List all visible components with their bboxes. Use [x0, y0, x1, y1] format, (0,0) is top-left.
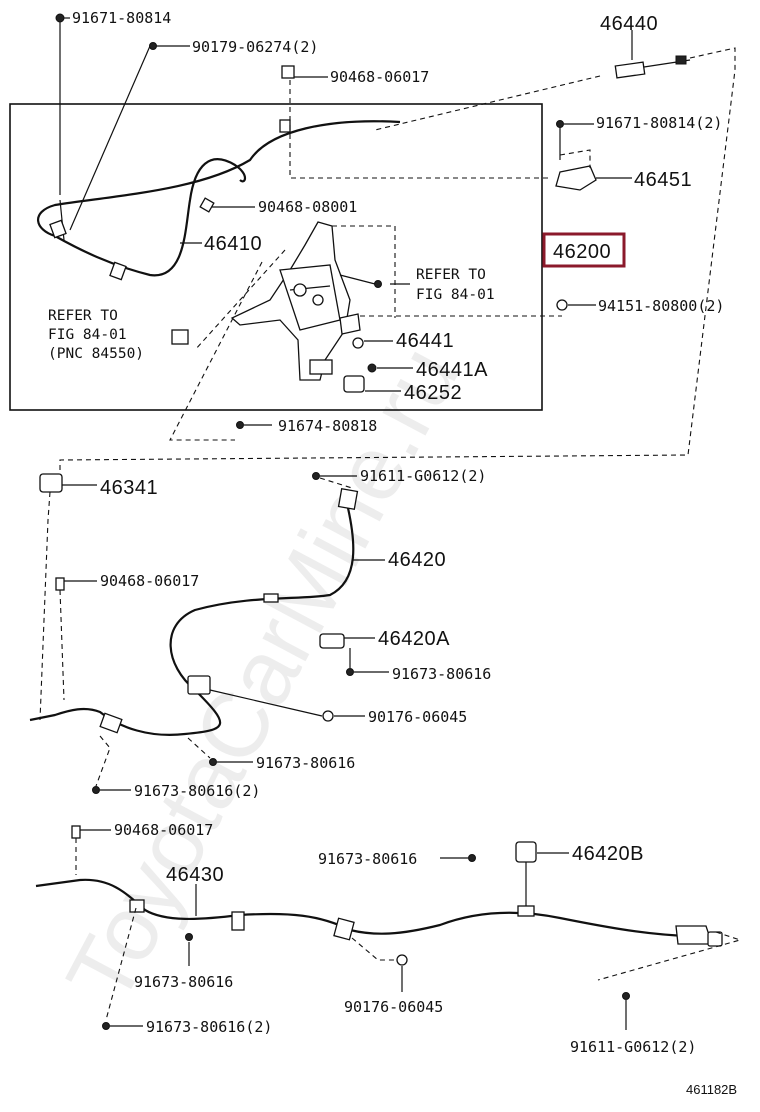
cable-46430-drawing — [35, 878, 691, 938]
fastener-91671-80814-2: 91671-80814(2) — [596, 114, 722, 132]
fastener-90176-06045-bottom: 90176-06045 — [344, 998, 443, 1016]
fastener-91673-80616-d: 91673-80616 — [134, 973, 233, 991]
fastener-91611-G0612-mid: 91611-G0612(2) — [360, 467, 486, 485]
bracket-46451-drawing — [555, 165, 597, 191]
fastener-91673-80616-c: 91673-80616 — [318, 850, 417, 868]
fastener-94151-80800: 94151-80800(2) — [598, 297, 724, 315]
refer-left-line2: FIG 84-01 — [48, 327, 127, 343]
figure-code: 461182B — [686, 1082, 737, 1097]
refer-left-line3: (PNC 84550) — [48, 346, 144, 362]
refer-left-line1: REFER TO — [48, 308, 118, 324]
cable-connector-46440-drawing — [614, 30, 691, 79]
fastener-91673-80616-a: 91673-80616 — [392, 665, 491, 683]
bracket-46341-drawing — [39, 473, 63, 493]
part-46341: 46341 — [100, 477, 158, 499]
pedal-assembly-frame — [9, 103, 543, 411]
fastener-90468-06017-mid: 90468-06017 — [100, 572, 199, 590]
part-46420A: 46420A — [378, 628, 450, 650]
highlight-box-46200 — [542, 232, 626, 268]
fastener-91671-80814: 91671-80814 — [72, 9, 171, 27]
part-46420: 46420 — [388, 549, 446, 571]
refer-right-line2: FIG 84-01 — [416, 287, 495, 303]
fastener-91673-80616-2-mid: 91673-80616(2) — [134, 782, 260, 800]
part-46420B: 46420B — [572, 843, 644, 865]
fastener-90176-06045-mid: 90176-06045 — [368, 708, 467, 726]
fastener-90468-06017-bottom: 90468-06017 — [114, 821, 213, 839]
part-46440: 46440 — [600, 13, 658, 35]
refer-right-line1: REFER TO — [416, 267, 486, 283]
fastener-90179-06274: 90179-06274(2) — [192, 38, 318, 56]
fastener-91673-80616-2-bottom: 91673-80616(2) — [146, 1018, 272, 1036]
part-46410: 46410 — [204, 233, 262, 255]
part-46430: 46430 — [166, 864, 224, 886]
part-46451: 46451 — [634, 169, 692, 191]
part-46441A: 46441A — [416, 359, 488, 381]
part-46200: 46200 — [553, 241, 611, 263]
fastener-91674-80818: 91674-80818 — [278, 417, 377, 435]
part-46252: 46252 — [404, 382, 462, 404]
fastener-90468-06017-top: 90468-06017 — [330, 68, 429, 86]
cable-46410-drawing — [37, 120, 401, 277]
pedal-bracket-drawing — [230, 221, 361, 381]
fastener-91673-80616-b: 91673-80616 — [256, 754, 355, 772]
cable-46420-drawing — [29, 507, 355, 736]
fastener-91611-G0612-bottom: 91611-G0612(2) — [570, 1038, 696, 1056]
fastener-90468-08001: 90468-08001 — [258, 198, 357, 216]
part-46441: 46441 — [396, 330, 454, 352]
